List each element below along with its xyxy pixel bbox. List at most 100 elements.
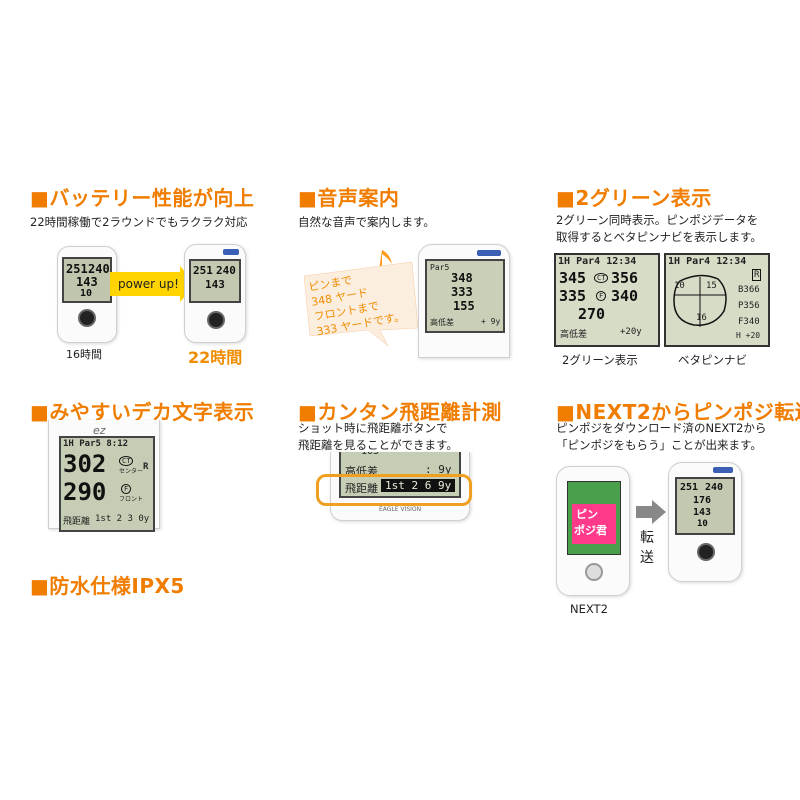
f-badge: F (121, 484, 132, 494)
lcd-value: 302 (63, 450, 107, 478)
desc-line: ピンポジをダウンロード済のNEXT2から (556, 421, 767, 435)
lcd-dist-label: 飛距離 (63, 517, 91, 527)
lcd-num: 15 (706, 281, 717, 291)
device-next2: ピン ポジ君 (556, 466, 630, 596)
lcd-elev-label: 高低差 (560, 330, 588, 340)
bluetooth-badge (477, 250, 501, 256)
green2-title: ■2グリーン表示 (556, 186, 712, 210)
lcd-value: 251 (680, 482, 699, 493)
banner-line: ピン (576, 508, 598, 521)
after-label: 22時間 (188, 348, 243, 367)
caption-betapin: ベタピンナビ (678, 353, 747, 367)
transfer-label: 転 送 (640, 528, 654, 568)
lcd-hole: 1H (63, 439, 74, 449)
pinpos-banner: ピン ポジ君 (572, 504, 616, 544)
desc-line: 「ピンポジをもらう」ことが出来ます。 (556, 438, 762, 452)
desc-line: ショット時に飛距離ボタンで (298, 421, 448, 435)
lcd-value: 251 (66, 262, 88, 276)
waterproof-title: ■防水仕様IPX5 (30, 574, 185, 598)
bluetooth-badge (713, 467, 733, 473)
lcd-num: 10 (674, 281, 685, 291)
device-after: 251 240 143 (184, 244, 246, 343)
device-button (585, 563, 603, 581)
brand-logo: ez (93, 424, 106, 437)
battery-desc: 22時間稼働で2ラウンドでもラクラク対応 (30, 215, 248, 229)
lcd-value: 143 (76, 275, 98, 289)
lcd-time: 12:34 (606, 256, 637, 267)
device-button (78, 309, 96, 327)
lcd-b: B366 (738, 285, 760, 295)
device-button (697, 543, 715, 561)
next2-screen: ピン ポジ君 (567, 481, 621, 555)
desc-line: 飛距離を見ることができます。 (298, 438, 458, 452)
lcd-h: H +20 (736, 331, 761, 340)
lcd-time: 12:34 (716, 256, 747, 267)
device-before: 251 240 143 10 (57, 246, 117, 343)
ct-badge: CT (119, 456, 134, 466)
green-shape-icon (673, 274, 727, 327)
lcd-dist-value: 1st 2 6 9y (381, 479, 456, 492)
lcd-hole: 1H (668, 256, 681, 267)
lcd-par: Par5 (430, 263, 450, 272)
lcd-value: 10 (697, 519, 708, 529)
lcd-r: R (143, 462, 149, 472)
next2-title: ■NEXT2からピンポジ転送 (556, 400, 800, 424)
device-bigtext: ez 1H Par5 8:12 302 CT センター R 290 F フロント… (48, 420, 160, 532)
shot-title: ■カンタン飛距離計測 (298, 400, 502, 424)
lcd-value: 290 (63, 478, 107, 506)
lcd-value: 356 (611, 269, 639, 287)
arrow-right-icon (110, 266, 196, 302)
lcd-value: 240 (88, 262, 110, 276)
lcd-value: 340 (611, 287, 639, 305)
lcd-value: 251 (193, 264, 213, 277)
lcd-p: P356 (738, 301, 760, 311)
next2-desc: ピンポジをダウンロード済のNEXT2から 「ピンポジをもらう」ことが出来ます。 (556, 420, 766, 454)
lcd-voice: Par5 348 333 155 高低差 + 9y (425, 259, 505, 333)
lcd-par: Par4 (576, 256, 601, 267)
lcd-elev-value: + 9y (481, 317, 501, 326)
lcd-dist-label: 飛距離 (345, 482, 378, 495)
banner-line: ポジ君 (574, 524, 607, 537)
bluetooth-badge (223, 249, 239, 255)
lcd-value: 155 (453, 299, 475, 313)
highlight-frame (316, 474, 472, 506)
battery-title: ■バッテリー性能が向上 (30, 186, 255, 210)
lcd-value: 348 (451, 271, 473, 285)
shot-desc: ショット時に飛距離ボタンで 飛距離を見ることができます。 (298, 420, 458, 454)
lcd-elev-value: : 9y (425, 463, 452, 476)
lcd-value: 176 (693, 495, 712, 506)
lcd-hole: 1H (558, 256, 571, 267)
lcd-value: 333 (451, 285, 473, 299)
transfer-char: 送 (640, 550, 654, 566)
lcd-header: 1H Par5 8:12 (63, 439, 128, 449)
ct-sub: センター (119, 468, 144, 475)
ct-badge: CT (594, 273, 609, 283)
transfer-char: 転 (640, 530, 654, 546)
lcd-elev-label: 高低差 (430, 318, 454, 327)
desc-line: 取得するとベタピンナビを表示します。 (556, 230, 762, 244)
lcd-next2: 251 240 176 143 10 (675, 477, 735, 535)
device-button (207, 311, 225, 329)
lcd-2green: 1H Par4 12:34 345 CT 356 335 F 340 270 高… (554, 253, 660, 347)
lcd-par: Par5 (79, 439, 101, 449)
lcd-value: 240 (705, 482, 724, 493)
power-up-arrow: power up! (110, 266, 196, 302)
lcd-value: 143 (205, 278, 225, 291)
lcd-after: 251 240 143 (189, 259, 241, 303)
lcd-par: Par4 (686, 256, 711, 267)
arrow-right-icon (636, 500, 666, 524)
lcd-betapin: 1H Par4 12:34 10 15 16 R B366 P356 F340 … (664, 253, 770, 347)
arrow-label: power up! (118, 277, 179, 291)
lcd-header: 1H Par4 12:34 (558, 256, 636, 267)
before-label: 16時間 (66, 348, 102, 361)
lcd-before: 251 240 143 10 (62, 257, 112, 303)
lcd-num: 16 (696, 313, 707, 323)
voice-desc: 自然な音声で案内します。 (298, 215, 435, 229)
lcd-value: 10 (80, 288, 93, 299)
lcd-value: 143 (693, 507, 712, 518)
lcd-value: 335 (559, 287, 587, 305)
lcd-elev-value: +20y (620, 327, 642, 337)
lcd-time: 8:12 (106, 439, 129, 449)
f-badge: F (596, 291, 607, 301)
caption-2green: 2グリーン表示 (562, 353, 638, 367)
